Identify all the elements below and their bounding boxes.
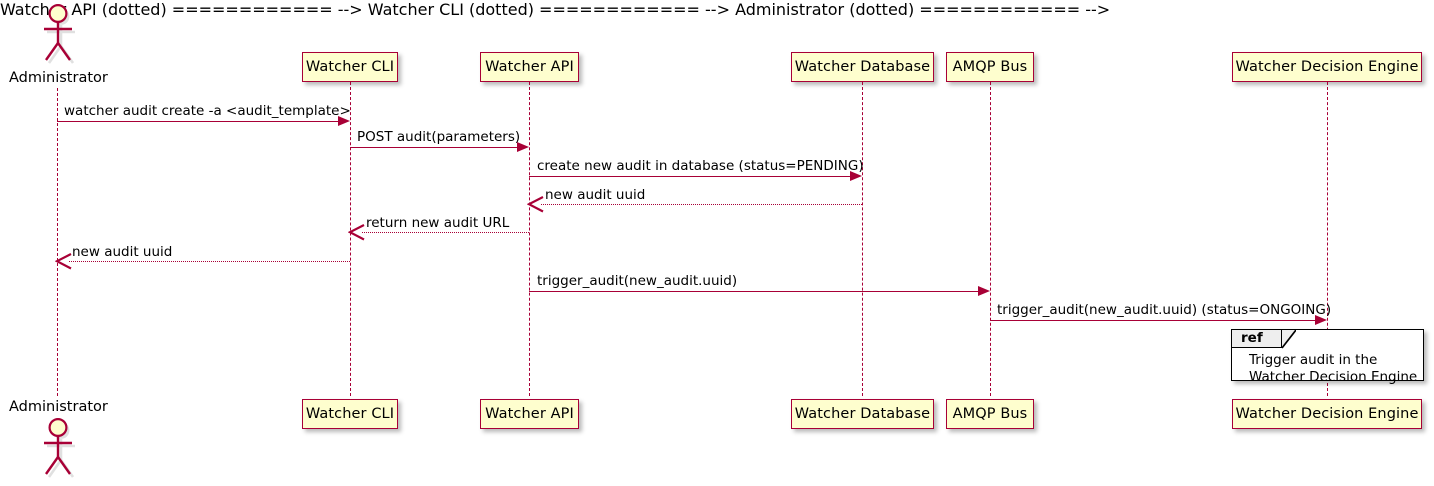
message-line-4 — [541, 204, 862, 205]
ref-fragment-tab-label: ref — [1241, 329, 1263, 346]
lifeline-watcher-database — [862, 82, 863, 396]
message-line-1 — [57, 121, 338, 122]
participant-watcher-decision-engine-bottom[interactable]: Watcher Decision Engine — [1232, 399, 1422, 429]
message-label-8: trigger_audit(new_audit.uuid) (status=ON… — [997, 302, 1332, 318]
message-line-5 — [362, 232, 529, 233]
message-label-1: watcher audit create -a <audit_template> — [64, 103, 351, 119]
message-label-6: new audit uuid — [72, 244, 173, 260]
message-label-2: POST audit(parameters) — [357, 129, 521, 145]
message-line-8 — [990, 320, 1315, 321]
actor-stick-figure-icon — [44, 4, 75, 64]
ref-fragment-tab: ref — [1232, 330, 1282, 348]
participant-watcher-api-top[interactable]: Watcher API — [480, 52, 579, 82]
participant-watcher-database-bottom[interactable]: Watcher Database — [791, 399, 934, 429]
ref-fragment-tab-notch-icon — [1282, 330, 1296, 349]
ref-fragment-body: Trigger audit in the Watcher Decision En… — [1249, 352, 1418, 385]
message-arrowhead-8 — [1315, 314, 1327, 325]
message-label-3: create new audit in database (status=PEN… — [537, 158, 864, 174]
message-arrowhead-7 — [978, 285, 990, 296]
participant-watcher-cli-bottom[interactable]: Watcher CLI — [302, 399, 398, 429]
lifeline-watcher-api — [529, 82, 530, 396]
ref-fragment-trigger-audit: ref Trigger audit in the Watcher Decisio… — [1231, 329, 1424, 385]
participant-watcher-decision-engine-top[interactable]: Watcher Decision Engine — [1232, 52, 1422, 82]
participant-label: Watcher Database — [794, 405, 931, 422]
actor-label-administrator-top: Administrator — [9, 70, 108, 86]
participant-watcher-api-bottom[interactable]: Watcher API — [480, 399, 579, 429]
message-arrowhead-4 — [527, 196, 544, 213]
actor-label-administrator-bottom: Administrator — [9, 399, 108, 415]
message-arrowhead-3 — [850, 170, 862, 181]
message-label-7: trigger_audit(new_audit.uuid) — [537, 273, 738, 289]
message-arrowhead-6 — [55, 253, 72, 270]
participant-amqp-bus-top[interactable]: AMQP Bus — [946, 52, 1034, 82]
lifeline-watcher-decision-engine — [1327, 82, 1328, 396]
message-label-5: return new audit URL — [366, 215, 510, 231]
participant-label: Watcher Decision Engine — [1235, 405, 1419, 422]
message-line-6 — [69, 261, 350, 262]
message-line-2 — [350, 147, 517, 148]
message-arrowhead-5 — [348, 224, 365, 241]
actor-administrator-top — [36, 2, 80, 64]
participant-label: AMQP Bus — [952, 58, 1028, 75]
participant-label: Watcher CLI — [305, 405, 395, 422]
participant-label: Watcher Decision Engine — [1235, 58, 1419, 75]
participant-watcher-database-top[interactable]: Watcher Database — [791, 52, 934, 82]
message-label-4: new audit uuid — [545, 187, 646, 203]
message-arrowhead-1 — [338, 115, 350, 126]
participant-label: Watcher API — [485, 58, 574, 75]
actor-administrator-bottom — [36, 416, 80, 482]
message-arrowhead-2 — [517, 141, 529, 152]
participant-label: Watcher CLI — [305, 58, 395, 75]
message-line-7 — [529, 291, 978, 292]
participant-label: Watcher API — [485, 405, 574, 422]
lifeline-administrator — [57, 88, 58, 396]
participant-label: AMQP Bus — [952, 405, 1028, 422]
lifeline-watcher-cli — [350, 82, 351, 396]
lifeline-amqp-bus — [990, 82, 991, 396]
participant-label: Watcher Database — [794, 58, 931, 75]
actor-stick-figure-icon — [44, 418, 75, 478]
message-line-3 — [529, 176, 850, 177]
participant-watcher-cli-top[interactable]: Watcher CLI — [302, 52, 398, 82]
participant-amqp-bus-bottom[interactable]: AMQP Bus — [946, 399, 1034, 429]
